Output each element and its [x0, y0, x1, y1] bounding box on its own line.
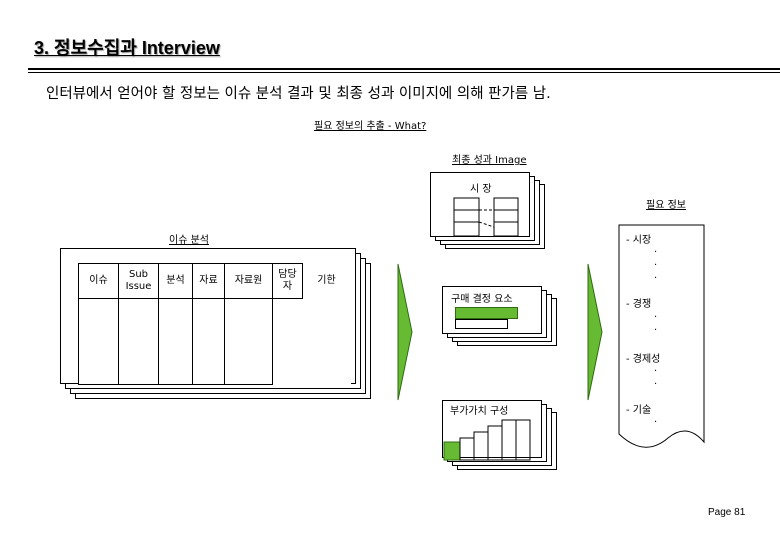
ellipsis-dot: .: [654, 414, 658, 425]
arrow-right-icon: [587, 263, 603, 401]
issue-table-cell: [273, 299, 303, 385]
market-card: [430, 172, 530, 237]
issue-table: 이슈 Sub Issue 분석 자료 자료원 담당자 기한: [78, 263, 351, 385]
ellipsis-dot: .: [654, 257, 658, 268]
value-card-label: 부가가치 구성: [450, 406, 509, 417]
required-info-item: - 시장: [626, 235, 652, 246]
ellipsis-dot: .: [654, 363, 658, 374]
market-grid-diagram: [453, 197, 519, 237]
issue-table-body-row: [78, 298, 351, 385]
final-image-label: 최종 성과 Image: [452, 155, 527, 166]
ellipsis-dot: .: [654, 270, 658, 281]
required-info-item: - 경쟁: [626, 299, 652, 310]
value-chain-diagram: [443, 419, 531, 461]
issue-table-header-text: 담당자: [278, 269, 297, 292]
issue-table-header: 이슈: [78, 263, 119, 299]
ellipsis-dot: .: [654, 244, 658, 255]
title-rule-thin: [28, 72, 780, 73]
purchase-bar-empty: [455, 319, 508, 329]
issue-table-header-text: Sub Issue: [125, 269, 152, 292]
issue-table-header: 자료원: [224, 263, 273, 299]
issue-table-cell: [192, 298, 225, 385]
page-title: 3. 정보수집과 Interview: [34, 38, 220, 58]
issue-table-header: 기한: [317, 275, 336, 286]
title-rule: [28, 68, 780, 70]
issue-table-header: 담당자: [272, 263, 303, 299]
what-label: 필요 정보의 추출 - What?: [314, 121, 427, 132]
ellipsis-dot: .: [654, 322, 658, 333]
purchase-card-label: 구매 결정 요소: [451, 294, 513, 305]
ellipsis-dot: .: [654, 309, 658, 320]
issue-table-header-row: 이슈 Sub Issue 분석 자료 자료원 담당자 기한: [78, 263, 351, 299]
issue-table-cell: [78, 298, 119, 385]
issue-table-header: Sub Issue: [118, 263, 159, 299]
issue-table-cell: [158, 298, 193, 385]
issue-table-header: 분석: [158, 263, 193, 299]
purchase-bar-filled: [455, 307, 518, 319]
issue-table-cell: [118, 298, 159, 385]
ellipsis-dot: .: [654, 376, 658, 387]
arrow-right-icon: [397, 263, 413, 401]
page-number: Page 81: [708, 507, 746, 518]
issue-table-header: 자료: [192, 263, 225, 299]
issue-table-cell: [224, 298, 273, 385]
market-card-label: 시 장: [470, 184, 492, 195]
document-icon: [618, 224, 705, 448]
subtitle: 인터뷰에서 얻어야 할 정보는 이슈 분석 결과 및 최종 성과 이미지에 의해…: [46, 86, 551, 102]
issue-analysis-label: 이슈 분석: [169, 235, 209, 246]
issue-table-cell: [303, 299, 351, 385]
required-info-item: - 경제성: [626, 354, 661, 365]
required-info-label: 필요 정보: [646, 200, 686, 211]
required-info-item: - 기술: [626, 405, 652, 416]
